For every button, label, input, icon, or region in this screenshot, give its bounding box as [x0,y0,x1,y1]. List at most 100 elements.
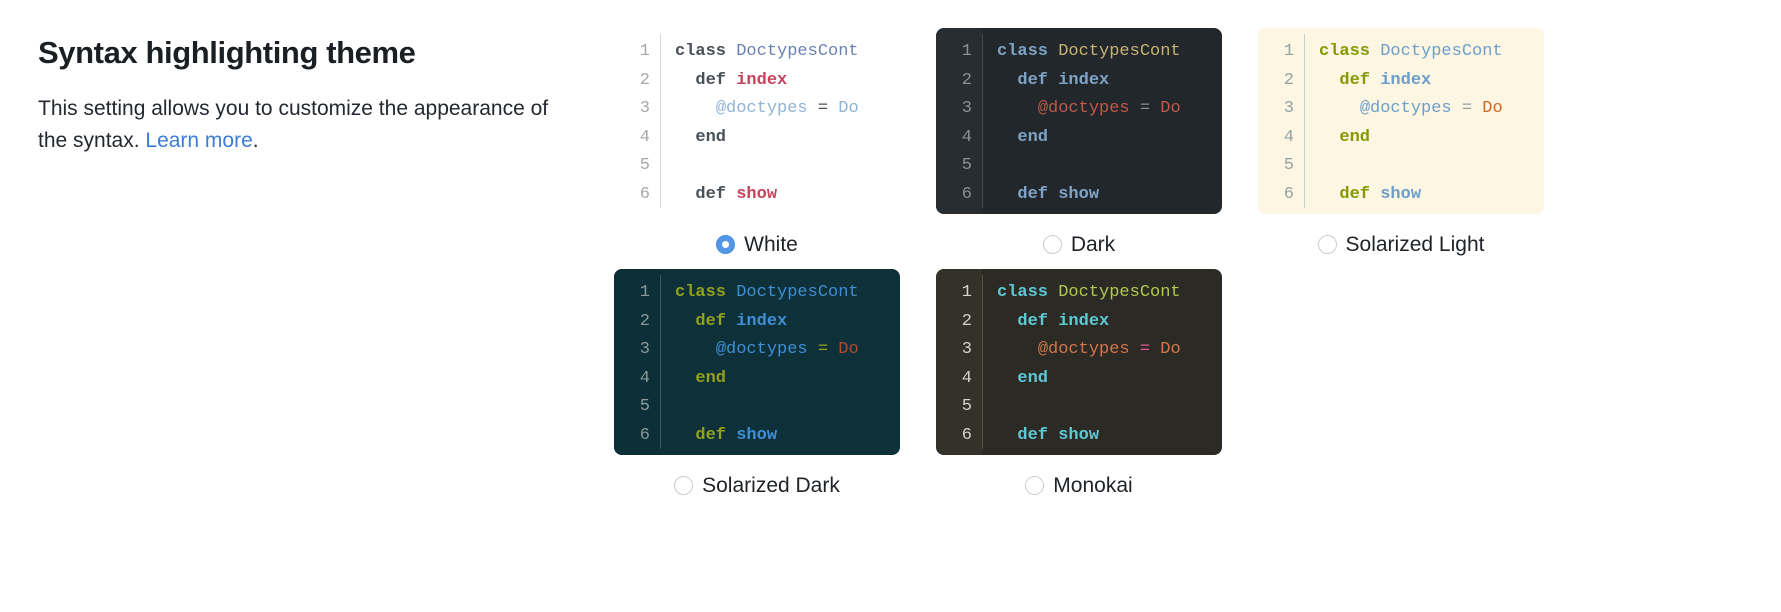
line-number: 3 [639,340,650,359]
code-token-operator: = [1451,99,1483,118]
gutter-divider [1304,34,1305,208]
theme-radio-row-solarized-dark[interactable]: Solarized Dark [614,475,900,496]
theme-radio-row-dark[interactable]: Dark [936,234,1222,255]
code-line: @doctypes = Do [675,336,900,365]
radio-button-white[interactable] [716,235,736,254]
code-token-keyword: def [997,184,1059,204]
code-line: def index [675,67,900,96]
gutter-divider [982,275,983,449]
code-token-keyword: end [675,127,727,147]
setting-description-column: Syntax highlighting theme This setting a… [38,34,558,156]
line-number: 2 [1283,70,1294,90]
radio-button-solarized-light[interactable] [1317,235,1337,254]
code-token-keyword: end [997,127,1049,147]
code-token-class-name: DoctypesCont [1380,42,1503,61]
theme-radio-row-solarized-light[interactable]: Solarized Light [1258,234,1544,255]
code-line: def show [675,181,900,210]
line-number: 3 [961,340,972,359]
line-number: 2 [961,311,972,331]
code-token-constant: Do [838,340,859,359]
code-token-operator: = [1129,99,1161,118]
code-line: def index [675,308,900,337]
code-token-plain [997,99,1038,118]
code-line: @doctypes = Do [997,95,1222,124]
code-token-function: show [1058,425,1100,445]
code-token-function: index [736,311,788,331]
code-token-operator: = [807,99,839,118]
line-number: 5 [961,156,972,175]
code-token-keyword: class [997,283,1059,302]
code-line: class DoctypesCont [997,279,1222,308]
code-line: def index [1319,67,1544,96]
code-token-keyword: end [1319,127,1371,147]
code-line [997,152,1222,181]
description-text-after: . [252,128,259,152]
code-token-operator: = [807,340,839,359]
code-text: class DoctypesCont def index @doctypes =… [983,269,1222,455]
code-token-function: index [736,70,788,90]
code-text: class DoctypesCont def index @doctypes =… [661,28,900,214]
code-token-keyword: def [1319,70,1381,90]
radio-button-solarized-dark[interactable] [674,476,694,495]
code-token-keyword: class [675,42,737,61]
code-token-ivar: @doctypes [1037,99,1130,118]
code-line: @doctypes = Do [997,336,1222,365]
code-token-plain [1319,99,1360,118]
theme-radio-row-white[interactable]: White [614,234,900,255]
code-text: class DoctypesCont def index @doctypes =… [983,28,1222,214]
code-token-operator: = [1129,340,1161,359]
code-line: end [1319,124,1544,153]
code-token-function: show [1058,184,1100,204]
line-number: 4 [639,368,650,388]
line-number: 6 [639,425,650,445]
line-number: 2 [639,311,650,331]
code-token-ivar: @doctypes [715,99,808,118]
line-number: 5 [1283,156,1294,175]
line-number: 5 [639,156,650,175]
line-number: 3 [1283,99,1294,118]
code-token-function: show [1380,184,1422,204]
line-number: 4 [1283,127,1294,147]
description-text-before: This setting allows you to customize the… [38,97,549,152]
code-token-function: show [736,184,778,204]
code-token-keyword: def [1319,184,1381,204]
code-token-class-name: DoctypesCont [1058,283,1181,302]
code-token-ivar: @doctypes [715,340,808,359]
code-token-keyword: class [1319,42,1381,61]
line-number: 1 [961,283,972,302]
line-number: 5 [961,397,972,416]
code-token-keyword: def [997,70,1059,90]
code-line: def index [997,67,1222,96]
code-token-function: show [736,425,778,445]
theme-radio-row-monokai[interactable]: Monokai [936,475,1222,496]
code-token-ivar: @doctypes [1359,99,1452,118]
learn-more-link[interactable]: Learn more [145,128,253,152]
code-line [997,393,1222,422]
code-token-keyword: def [997,425,1059,445]
code-text: class DoctypesCont def index @doctypes =… [1305,28,1544,214]
radio-button-monokai[interactable] [1025,476,1045,495]
code-token-plain [997,340,1038,359]
code-token-function: index [1058,70,1110,90]
line-number: 2 [639,70,650,90]
line-number: 4 [961,368,972,388]
radio-button-dark[interactable] [1042,235,1062,254]
code-line: end [675,365,900,394]
line-number: 5 [639,397,650,416]
code-token-class-name: DoctypesCont [736,283,859,302]
line-number: 1 [639,283,650,302]
